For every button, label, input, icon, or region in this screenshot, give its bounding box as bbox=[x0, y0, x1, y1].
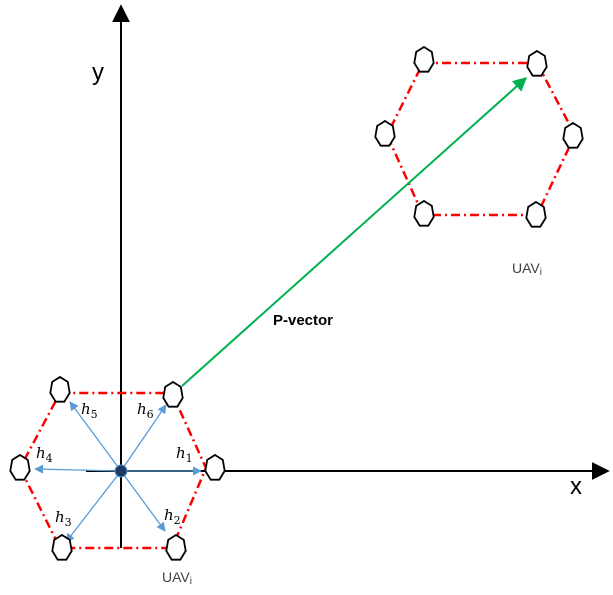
lower-drone-icon bbox=[49, 375, 71, 403]
upper-drone-icon bbox=[413, 45, 435, 73]
formation-center-dot bbox=[114, 464, 128, 478]
offset-vector-h6 bbox=[120, 404, 167, 472]
h6-label: h6 bbox=[137, 400, 154, 421]
lower-drone-icon bbox=[162, 380, 184, 408]
upper-drone-icon bbox=[413, 199, 435, 227]
offset-vector-h5 bbox=[69, 401, 122, 472]
upper-formation-label: UAVi bbox=[512, 260, 542, 278]
offset-vector-h3 bbox=[65, 470, 122, 543]
lower-drone-icon bbox=[51, 533, 73, 561]
upper-drone-icon bbox=[526, 49, 548, 77]
upper-drone-icon bbox=[374, 119, 396, 147]
h3-label: h3 bbox=[55, 508, 72, 529]
y-axis-label: y bbox=[92, 59, 104, 86]
lower-drone-icon bbox=[165, 533, 187, 561]
drone-markers bbox=[9, 45, 584, 561]
upper-formation-hexagon bbox=[385, 61, 577, 217]
h2-label: h2 bbox=[164, 506, 181, 527]
upper-drone-icon bbox=[562, 121, 584, 149]
lower-formation-label: UAVi bbox=[162, 569, 192, 587]
h5-label: h5 bbox=[81, 400, 98, 421]
offset-vector-h4 bbox=[34, 464, 122, 474]
offset-vector-h2 bbox=[120, 470, 166, 532]
p-vector-label: P-vector bbox=[273, 312, 333, 329]
offset-vectors bbox=[34, 401, 202, 543]
upper-drone-icon bbox=[525, 200, 547, 228]
p-vector-arrow bbox=[181, 77, 528, 387]
x-axis-label: x bbox=[570, 473, 582, 500]
h4-label: h4 bbox=[36, 444, 53, 465]
h1-label: h1 bbox=[176, 444, 193, 465]
lower-drone-icon bbox=[9, 453, 31, 481]
lower-drone-icon bbox=[204, 453, 226, 481]
